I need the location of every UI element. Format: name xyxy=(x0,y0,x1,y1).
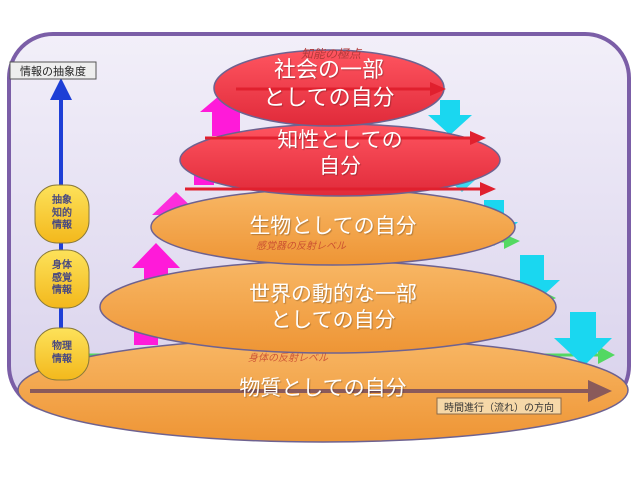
side-pill-physical xyxy=(34,327,90,381)
vertical-axis-label: 情報の抽象度 xyxy=(20,65,86,78)
down-arrow-5 xyxy=(554,312,612,366)
vertical-axis-arrowhead xyxy=(50,78,72,100)
faint-label-sense-reflex: 感覚器の反射レベル xyxy=(256,241,346,252)
level-matter-text: 物質としての自分 xyxy=(239,376,407,400)
level-social-text: 社会の一部 としての自分 xyxy=(263,58,395,111)
side-pill-body xyxy=(34,249,90,309)
level-world-text: 世界の動的な一部 としての自分 xyxy=(249,282,417,333)
down-arrow-4 xyxy=(504,255,560,306)
down-arrow-1 xyxy=(428,100,472,135)
side-pill-abstract xyxy=(34,184,90,244)
vertical-axis-label-box xyxy=(9,61,97,80)
horizontal-axis-label-box xyxy=(436,397,562,415)
faint-label-body-reflex: 身体の反射レベル xyxy=(248,353,328,364)
top-label: 知能の極点 xyxy=(300,47,361,61)
level-intel-text: 知性としての 自分 xyxy=(277,128,403,179)
side-label-abstract: 抽象 知的 情報 xyxy=(52,195,72,231)
side-label-body: 身体 感覚 情報 xyxy=(52,260,72,296)
level-bio-text: 生物としての自分 xyxy=(249,214,417,238)
horizontal-axis-label: 時間進行（流れ）の方向 xyxy=(444,403,554,414)
side-label-physical: 物理 情報 xyxy=(52,341,72,365)
horizontal-axis-arrowhead xyxy=(588,380,612,402)
